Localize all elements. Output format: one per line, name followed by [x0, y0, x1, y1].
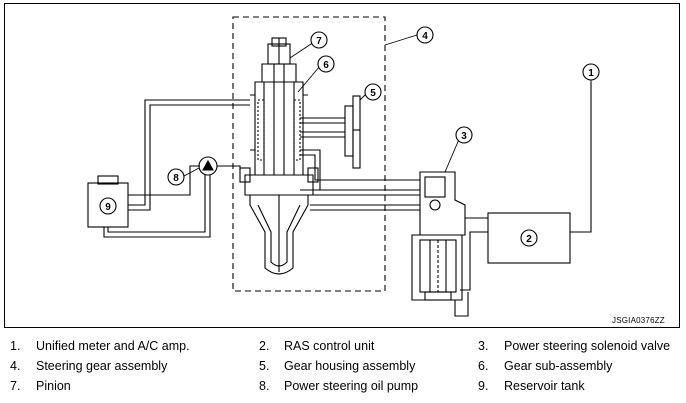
legend-text: Gear sub-assembly [504, 359, 613, 373]
callout-1-label: 1 [588, 68, 594, 79]
legend-text: Gear housing assembly [284, 359, 416, 373]
oil-pump [198, 156, 218, 176]
callout-8: 8 [167, 168, 185, 186]
wiring [454, 82, 592, 317]
callout-4: 4 [416, 26, 434, 44]
legend-text: Unified meter and A/C amp. [36, 339, 190, 353]
legend-text: Pinion [36, 379, 71, 393]
legend-number: 3. [478, 339, 489, 353]
callout-2-label: 2 [526, 234, 532, 245]
callout-9: 9 [99, 197, 117, 215]
steering-gear-assembly-boundary [232, 16, 386, 292]
diagram-code: JSGIA0376ZZ [612, 316, 665, 325]
legend-text: Power steering oil pump [284, 379, 419, 393]
legend-row-3: 7. Pinion 8. Power steering oil pump 9. Res… [0, 379, 686, 397]
callout-3-label: 3 [461, 131, 467, 142]
legend-row-1: 1. Unified meter and A/C amp. 2. RAS contr… [0, 339, 686, 357]
callout-3: 3 [455, 126, 473, 144]
steering-system-diagram: 1 2 3 4 5 6 7 8 9 [87, 16, 600, 317]
legend-number: 1. [10, 339, 21, 353]
callout-5-label: 5 [370, 88, 376, 99]
legend-number: 8. [259, 379, 270, 393]
callout-5: 5 [364, 83, 382, 101]
legend-row-2: 4. Steering gear assembly 5. Gear housing … [0, 359, 686, 377]
legend-text: RAS control unit [284, 339, 375, 353]
legend-number: 6. [478, 359, 489, 373]
callout-7: 7 [310, 31, 328, 49]
legend-text: Steering gear assembly [36, 359, 168, 373]
callout-9-label: 9 [105, 202, 111, 213]
legend-text: Power steering solenoid valve [504, 339, 671, 353]
callout-6: 6 [317, 55, 335, 73]
legend-text: Reservoir tank [504, 379, 585, 393]
legend-number: 4. [10, 359, 21, 373]
callout-6-label: 6 [323, 60, 329, 71]
steering-gear-body [239, 37, 319, 275]
legend-number: 2. [259, 339, 270, 353]
callout-4-label: 4 [422, 31, 428, 42]
ras-control-unit [487, 212, 571, 264]
diagram-frame [4, 3, 680, 328]
callout-1: 1 [582, 63, 600, 81]
hydraulic-lines [103, 99, 420, 238]
legend-number: 9. [478, 379, 489, 393]
solenoid-valve [411, 171, 466, 301]
callout-2: 2 [520, 229, 538, 247]
callout-8-label: 8 [173, 173, 179, 184]
legend-number: 5. [259, 359, 270, 373]
callout-7-label: 7 [316, 36, 322, 47]
legend-number: 7. [10, 379, 21, 393]
gear-housing-assembly [344, 95, 361, 169]
